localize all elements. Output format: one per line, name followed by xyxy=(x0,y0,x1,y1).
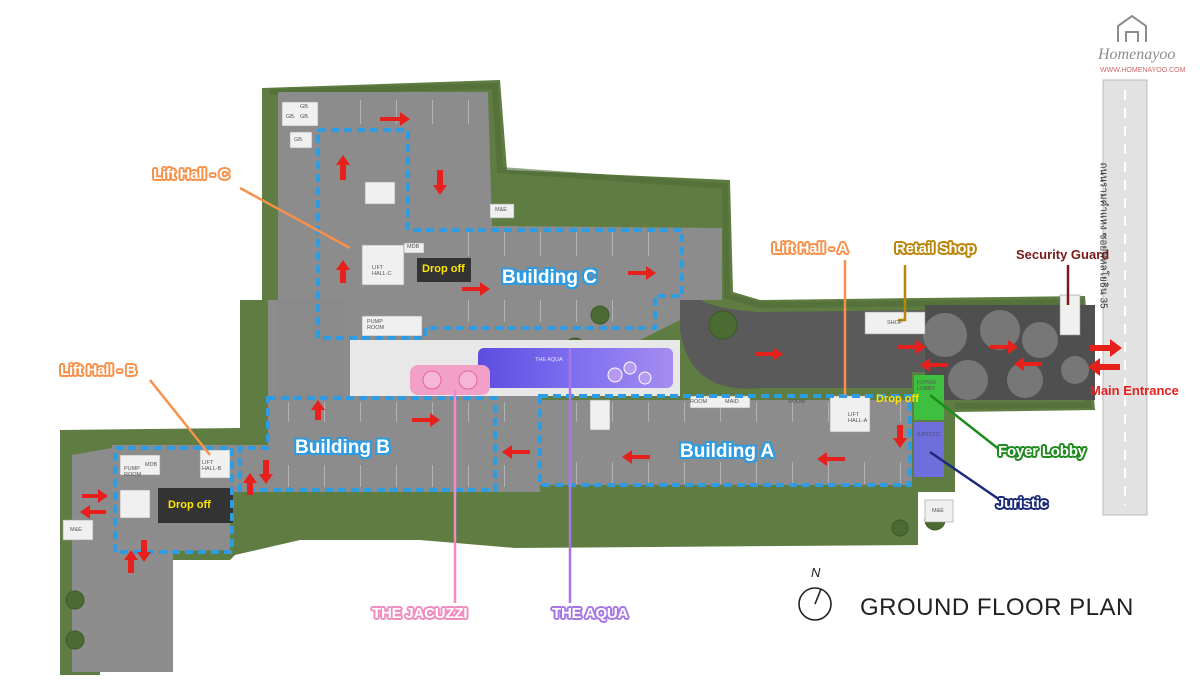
room-pump-b: PUMP ROOM xyxy=(124,466,142,478)
room-me-3: M&E xyxy=(932,508,944,514)
room-gb-4: GB. xyxy=(294,137,304,143)
room-me-2: M&E xyxy=(70,527,82,533)
foyer-lobby-room xyxy=(914,375,944,420)
room-gb-3: GB. xyxy=(300,114,310,120)
drop-off-label-c: Drop off xyxy=(422,263,465,275)
room-juristic: JURISTIC xyxy=(916,432,941,438)
the-aqua-label: THE AQUA xyxy=(552,605,629,622)
room-gb-2: GB. xyxy=(286,114,296,120)
room-me-1: M&E xyxy=(495,207,507,213)
logo-url: WWW.HOMENAYOO.COM xyxy=(1100,67,1186,74)
drop-off-label-a: Drop off xyxy=(876,393,919,405)
room-lift-hall-c: LIFT HALL-C xyxy=(372,265,392,277)
building-b-label: Building B xyxy=(295,437,390,458)
juristic-room xyxy=(914,422,944,477)
traffic-arrows xyxy=(80,112,1122,573)
juristic-label: Juristic xyxy=(996,495,1048,512)
drop-off-zone-c xyxy=(417,258,471,282)
room-pump-c: PUMP ROOM xyxy=(367,319,385,331)
security-guard-label: Security Guard xyxy=(1016,247,1110,262)
retail-shop-label: Retail Shop xyxy=(895,240,976,257)
room-maid: MAID xyxy=(725,399,739,405)
room-mdb-c: MDB xyxy=(407,244,420,250)
room-the-aqua: THE AQUA xyxy=(535,357,563,363)
the-jacuzzi-label: THE JACUZZI xyxy=(372,605,468,622)
compass-north-label: N xyxy=(811,565,821,580)
building-a-label: Building A xyxy=(680,441,775,462)
building-outlines xyxy=(113,128,912,554)
main-entrance-label: Main Entrance xyxy=(1090,383,1179,398)
room-lift-hall-b: LIFT HALL-B xyxy=(202,460,222,472)
lift-hall-a-label: Lift Hall - A xyxy=(772,240,849,257)
logo-brand: Homenayoo xyxy=(1098,46,1176,63)
callout-lines xyxy=(149,186,1070,603)
page-title: GROUND FLOOR PLAN xyxy=(860,594,1134,621)
compass xyxy=(798,587,832,621)
drop-off-zone-b xyxy=(158,488,233,523)
foyer-lobby-label: Foyer Lobby xyxy=(998,443,1086,460)
road-label: ถนนรามคำแหง ซอยพหลโยธิน 35 xyxy=(1097,162,1109,309)
lift-hall-b-label: Lift Hall - B xyxy=(60,362,137,379)
room-shop: SHOP xyxy=(887,320,903,326)
room-gb-1: GB. xyxy=(300,104,310,110)
building-c-label: Building C xyxy=(502,267,597,288)
the-aqua-pool xyxy=(478,348,673,388)
house-logo-icon xyxy=(1117,14,1147,42)
room-foyer-lobby: FOYER LOBBY xyxy=(917,380,936,392)
the-jacuzzi xyxy=(410,365,490,395)
room-room-2: ROOM xyxy=(788,399,806,405)
room-room-1: ROOM xyxy=(690,399,708,405)
room-mdb-b: MDB xyxy=(145,462,158,468)
drop-off-label-b: Drop off xyxy=(168,499,211,511)
lift-hall-c-label: Lift Hall - C xyxy=(153,166,230,183)
room-lift-hall-a: LIFT HALL-A xyxy=(848,412,868,424)
parking-footprint xyxy=(72,92,912,672)
